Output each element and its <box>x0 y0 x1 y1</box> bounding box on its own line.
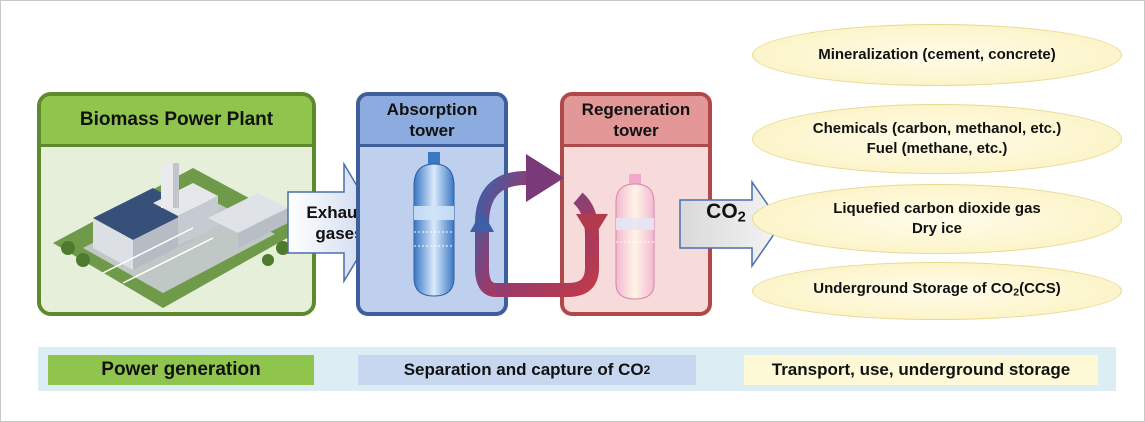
mineralization-text: Mineralization (cement, concrete) <box>818 46 1056 63</box>
stage-power-generation: Power generation <box>48 355 314 385</box>
stage-transport-use-storage: Transport, use, underground storage <box>744 355 1098 385</box>
absorption-tower-title: Absorption tower <box>360 96 504 147</box>
absorption-title-line1: Absorption <box>386 100 478 119</box>
liquefied-text: Liquefied carbon dioxide gas <box>833 200 1041 217</box>
chemicals-text: Chemicals (carbon, methanol, etc.) <box>812 120 1062 137</box>
storage-suffix: (CCS) <box>1019 280 1061 298</box>
regeneration-title-line2: tower <box>613 121 659 140</box>
storage-prefix: Underground Storage of CO <box>813 280 1014 298</box>
plant-title: Biomass Power Plant <box>41 96 312 147</box>
fuel-text: Fuel (methane, etc.) <box>866 140 1008 157</box>
co2-label: CO2 <box>700 200 752 226</box>
use-mineralization: Mineralization (cement, concrete) <box>752 24 1122 86</box>
storage-subscript: 2 <box>1013 286 1020 299</box>
regeneration-tower-title: Regeneration tower <box>564 96 708 147</box>
separation-subscript: 2 <box>643 363 651 377</box>
biomass-plant-box: Biomass Power Plant <box>37 92 316 316</box>
dry-ice-text: Dry ice <box>911 220 963 237</box>
power-plant-illustration <box>43 148 311 312</box>
exhaust-label-line2: gases <box>315 224 364 243</box>
absorption-title-line2: tower <box>409 121 455 140</box>
use-liquefied-co2: Liquefied carbon dioxide gas Dry ice <box>752 184 1122 254</box>
use-chemicals-fuel: Chemicals (carbon, methanol, etc.) Fuel … <box>752 104 1122 174</box>
regeneration-column-icon <box>615 174 655 300</box>
regeneration-title-line1: Regeneration <box>581 100 691 119</box>
co2-arrow <box>679 180 782 268</box>
circulation-loop-arrows <box>470 154 608 297</box>
storage-text: Underground Storage of CO2(CCS) <box>813 279 1061 303</box>
separation-text: Separation and capture of CO <box>403 360 644 379</box>
absorption-column-icon <box>413 152 455 297</box>
co2-text: CO <box>706 200 738 223</box>
use-underground-storage: Underground Storage of CO2(CCS) <box>752 262 1122 320</box>
co2-subscript: 2 <box>737 209 746 226</box>
